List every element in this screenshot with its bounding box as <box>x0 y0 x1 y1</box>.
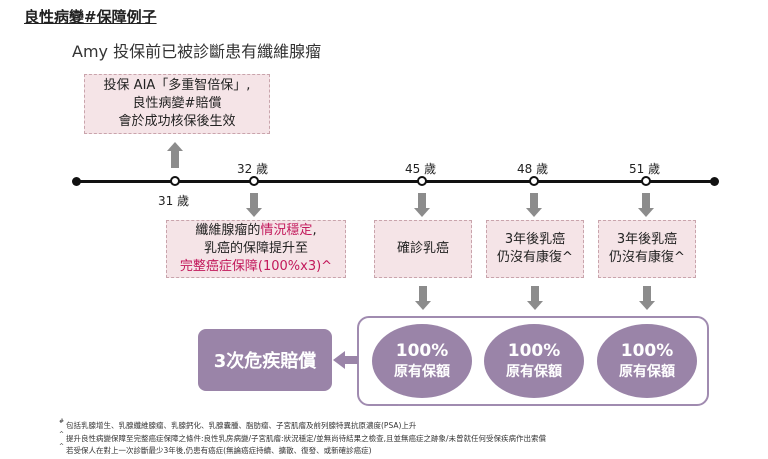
not-recovered-box-51: 3年後乳癌 仍沒有康復^ <box>598 220 696 278</box>
footnote-text: 提升良性病變保障至完整癌症保障之條件:良性乳房病變/子宮肌瘤:狀況穩定/並無尚待… <box>66 434 547 443</box>
policy-effective-line2: 良性病變#賠償 <box>132 96 222 111</box>
payout-label: 原有保額 <box>506 364 562 380</box>
policy-effective-line1: 投保 AIA「多重智倍保」, <box>103 78 251 93</box>
left-arrow-icon <box>333 351 345 369</box>
timeline-dot-51 <box>641 176 651 186</box>
policy-effective-box: 投保 AIA「多重智倍保」, 良性病變#賠償 會於成功核保後生效 <box>84 74 270 134</box>
page-subtitle: Amy 投保前已被診斷患有纖維腺瘤 <box>72 42 322 61</box>
payout-percent: 100% <box>395 341 449 361</box>
footnote-mark: ^ <box>59 431 65 438</box>
age-label-48: 48 歲 <box>517 162 549 176</box>
critical-illness-claim-box: 3次危疾賠償 <box>198 329 332 391</box>
left-arrow-icon-stem <box>344 356 358 364</box>
footnote-mark: # <box>59 418 65 425</box>
down-arrow-icon <box>526 193 542 217</box>
not-recovered-48-line1: 3年後乳癌 <box>504 232 566 247</box>
down-arrow-icon <box>246 193 262 217</box>
coverage-upgrade-line3: 完整癌症保障(100%x3)^ <box>179 259 333 274</box>
footnote-2: ^提升良性病變保障至完整癌症保障之條件:良性乳房病變/子宮肌瘤:狀況穩定/並無尚… <box>59 431 547 444</box>
coverage-upgrade-line1-pre: 纖維腺瘤的 <box>195 223 261 238</box>
footnote-text: 包括乳腺增生、乳腺纖維腺瘤、乳腺鈣化、乳腺囊腫、脂肪瘤、子宮肌瘤及前列腺特異抗原… <box>66 421 417 430</box>
not-recovered-48-line2: 仍沒有康復^ <box>497 250 573 265</box>
payout-percent: 100% <box>507 341 561 361</box>
age-label-31: 31 歲 <box>158 194 190 208</box>
timeline-dot-48 <box>529 176 539 186</box>
footnote-text: 若受保人在對上一次診斷最少3年後,仍患有癌症(無論癌症持續、擴散、復發、或新確診… <box>66 446 372 455</box>
up-arrow-icon <box>167 142 183 168</box>
timeline-dot-31 <box>170 176 180 186</box>
payout-circle-2: 100% 原有保額 <box>484 324 584 398</box>
timeline-dot-32 <box>249 176 259 186</box>
age-label-32: 32 歲 <box>237 162 269 176</box>
down-arrow-icon <box>527 286 543 310</box>
not-recovered-51-line2: 仍沒有康復^ <box>609 250 685 265</box>
coverage-upgrade-line2: 乳癌的保障提升至 <box>203 241 308 256</box>
down-arrow-icon <box>639 286 655 310</box>
stable-condition-highlight: 情況穩定 <box>260 223 313 238</box>
not-recovered-51-line1: 3年後乳癌 <box>616 232 678 247</box>
age-label-45: 45 歲 <box>405 162 437 176</box>
down-arrow-icon <box>638 193 654 217</box>
payout-label: 原有保額 <box>619 364 675 380</box>
timeline-start-dot <box>72 177 81 186</box>
coverage-upgrade-line1: 纖維腺瘤的情況穩定, <box>195 222 316 240</box>
policy-effective-line3: 會於成功核保後生效 <box>118 114 236 129</box>
payout-circle-3: 100% 原有保額 <box>597 324 697 398</box>
down-arrow-icon <box>415 286 431 310</box>
down-arrow-icon <box>414 193 430 217</box>
diagnosis-text: 確診乳癌 <box>396 241 449 256</box>
footnote-mark: ^ <box>59 443 65 450</box>
timeline-dot-45 <box>417 176 427 186</box>
age-label-51: 51 歲 <box>629 162 661 176</box>
footnote-1: #包括乳腺增生、乳腺纖維腺瘤、乳腺鈣化、乳腺囊腫、脂肪瘤、子宮肌瘤及前列腺特異抗… <box>59 418 417 431</box>
timeline-axis <box>76 180 714 183</box>
payout-circle-1: 100% 原有保額 <box>372 324 472 398</box>
payout-percent: 100% <box>620 341 674 361</box>
footnote-3: ^若受保人在對上一次診斷最少3年後,仍患有癌症(無論癌症持續、擴散、復發、或新確… <box>59 443 372 456</box>
page-title: 良性病變#保障例子 <box>24 8 157 26</box>
timeline-end-dot <box>710 177 719 186</box>
not-recovered-box-48: 3年後乳癌 仍沒有康復^ <box>486 220 584 278</box>
coverage-upgrade-box: 纖維腺瘤的情況穩定, 乳癌的保障提升至 完整癌症保障(100%x3)^ <box>166 220 346 278</box>
payout-frame <box>357 316 709 406</box>
payout-label: 原有保額 <box>394 364 450 380</box>
coverage-upgrade-line1-post: , <box>312 223 317 238</box>
diagnosis-box: 確診乳癌 <box>374 220 472 278</box>
